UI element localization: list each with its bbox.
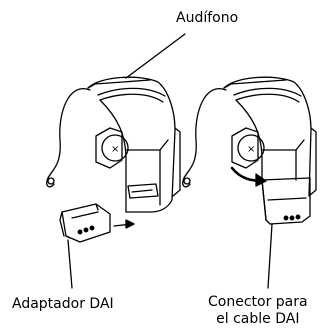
hearing-aid-left: × <box>46 76 181 213</box>
label-dai-adapter: Adaptador DAI <box>12 296 114 312</box>
svg-text:×: × <box>247 144 255 155</box>
dai-cable-connector <box>261 177 311 225</box>
label-dai-cable-connector-line2: el cable DAI <box>216 311 300 327</box>
leader-line-connector <box>267 223 273 289</box>
insert-arrowhead <box>125 219 135 229</box>
leader-line-adapter <box>67 239 73 289</box>
label-dai-cable-connector-line1: Conector para <box>208 294 308 310</box>
label-dai-cable-connector: Conector para el cable DAI <box>208 294 308 328</box>
hearing-aid-right: × <box>182 76 317 197</box>
svg-text:×: × <box>111 144 119 155</box>
dai-adapter <box>59 203 111 243</box>
leader-line-hearing-aid <box>125 33 186 79</box>
label-hearing-aid: Audífono <box>176 10 239 26</box>
rotate-arrowhead <box>255 173 267 187</box>
